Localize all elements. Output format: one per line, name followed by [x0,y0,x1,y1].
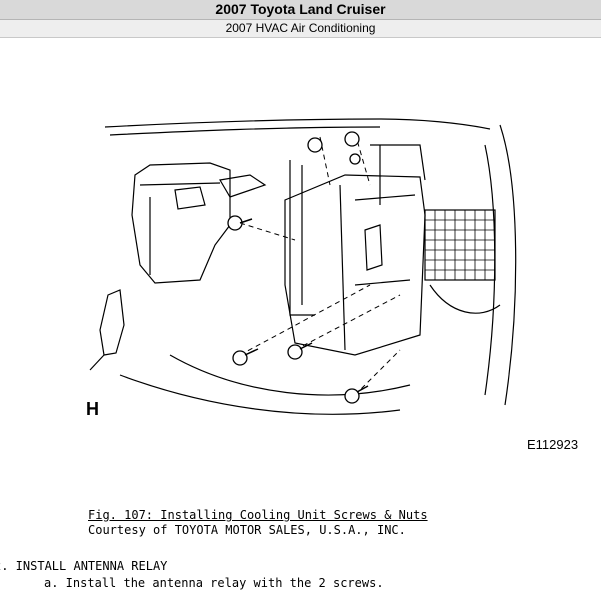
procedure-substep: a. Install the antenna relay with the 2 … [44,576,384,590]
figure-code: E112923 [527,437,579,452]
document-title: 2007 Toyota Land Cruiser [0,0,601,20]
figure-courtesy: Courtesy of TOYOTA MOTOR SALES, U.S.A., … [88,523,406,537]
cooling-unit-illustration [89,118,517,415]
procedure-step: 2. INSTALL ANTENNA RELAY [0,559,168,573]
figure-view-letter: H [86,399,99,419]
figure-caption-block: Fig. 107: Installing Cooling Unit Screws… [88,508,428,538]
figure-caption: Fig. 107: Installing Cooling Unit Screws… [88,508,428,522]
document-subtitle: 2007 HVAC Air Conditioning [0,20,601,38]
